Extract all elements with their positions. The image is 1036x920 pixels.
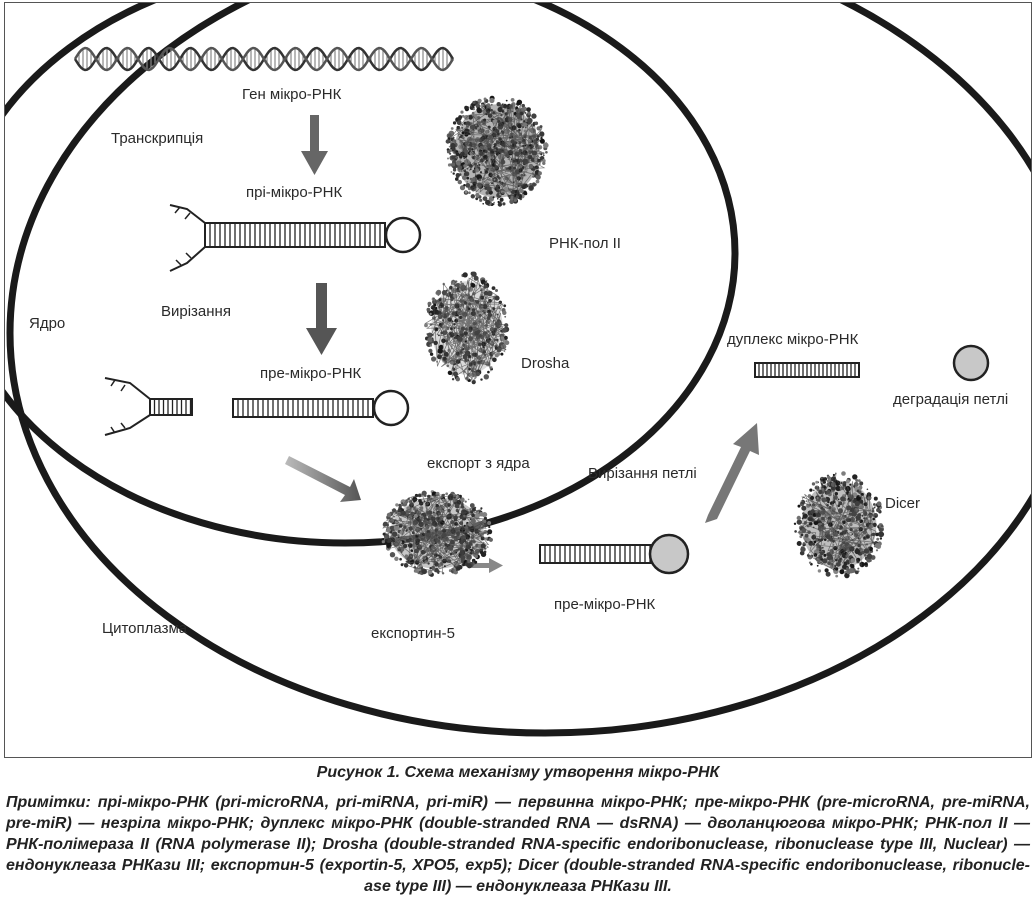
pre-mirna-nucleus-hairpin-icon: [232, 389, 410, 427]
duplex-label: дуплекс мікро-РНК: [727, 331, 859, 348]
pri-mirna-label: прі-мікро-РНК: [246, 184, 343, 201]
cutting-label: Вирізання: [161, 303, 231, 320]
degraded-loop-icon: [952, 344, 990, 382]
gene-label: Ген мікро-РНК: [242, 86, 342, 103]
cutting-arrow: [306, 283, 337, 355]
drosha-protein-icon: [424, 271, 510, 385]
export-arrow: [285, 456, 361, 502]
nucleus-label: Ядро: [29, 315, 66, 332]
mirna-duplex-icon: [754, 362, 860, 378]
figure-notes: Примітки: прі-мікро-РНК (pri-microRNA, p…: [6, 794, 1030, 895]
dicer-label: Dicer: [885, 495, 921, 512]
nucleus-membrane: [5, 3, 739, 547]
transcription-label: Транскрипція: [111, 130, 204, 147]
loop-degradation-label: деградація петлі: [893, 391, 1009, 408]
dna-helix-icon: [73, 46, 455, 72]
diagram-figure: Ген мікро-РНК Транскрипція прі-мікро-РНК…: [4, 2, 1032, 758]
exportin-5-protein-icon: [381, 490, 493, 577]
cell-membrane: [6, 3, 1031, 737]
pri-mirna-hairpin-icon: [169, 204, 422, 272]
exportin-label: експортин-5: [371, 625, 455, 642]
dicer-protein-icon: [793, 471, 885, 579]
cytoplasm-label: Цитоплазма: [102, 620, 188, 637]
transcription-arrow: [301, 115, 328, 175]
loop-cutting-arrow: [705, 423, 759, 523]
mirna-biogenesis-diagram: [5, 3, 1031, 737]
rna-polymerase-ii-protein-icon: [445, 95, 549, 207]
figure-caption: Рисунок 1. Схема механізму утворення мік…: [316, 764, 720, 781]
drosha-label: Drosha: [521, 355, 570, 372]
cut-flanks-icon: [104, 377, 193, 436]
pre-mirna-cytoplasm-label: пре-мікро-РНК: [554, 596, 656, 613]
export-label: експорт з ядра: [427, 455, 530, 472]
exportin-to-cytoplasm-arrow: [468, 558, 503, 573]
pre-mirna-nucleus-label: пре-мікро-РНК: [260, 365, 362, 382]
rna-pol-label: РНК-пол II: [549, 235, 621, 252]
pre-mirna-cytoplasm-hairpin-icon: [539, 533, 690, 575]
loop-cutting-label: Вирізання петлі: [588, 465, 697, 482]
